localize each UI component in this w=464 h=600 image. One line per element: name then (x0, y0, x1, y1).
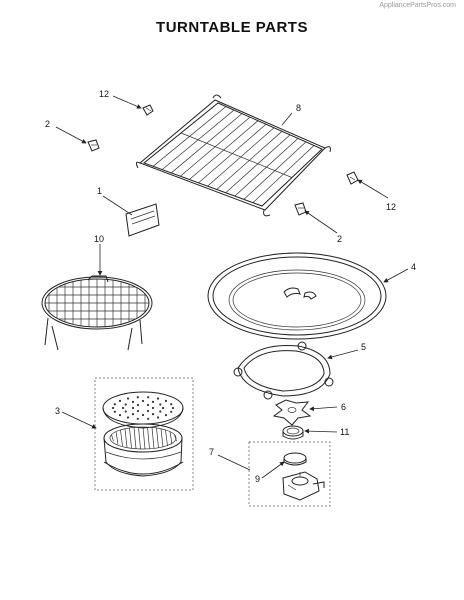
roller-ring-part-5 (233, 341, 334, 400)
callout-12-right: 12 (386, 202, 396, 212)
clip-part-12-top (142, 104, 154, 116)
coupler-part-6 (272, 399, 312, 426)
steamer-assembly-part-3 (94, 377, 194, 491)
label-card-part-1 (125, 203, 160, 237)
callout-1: 1 (97, 186, 102, 196)
drive-motor-part-7 (248, 441, 331, 507)
callout-labels: 12 8 2 12 1 2 10 4 5 3 6 11 7 9 (45, 89, 416, 484)
leader-lines (55, 95, 409, 479)
rack-grid-lines (152, 106, 315, 203)
callout-2-right: 2 (337, 234, 342, 244)
callout-9: 9 (255, 474, 260, 484)
callout-2-top: 2 (45, 119, 50, 129)
wire-rack-part (135, 94, 331, 217)
round-rack-part-10 (41, 275, 153, 351)
round-rack-grid (45, 279, 149, 327)
turntable-tray-part-4 (207, 252, 387, 340)
steamer-basket-grid (111, 426, 177, 450)
callout-10: 10 (94, 234, 104, 244)
page-title: TURNTABLE PARTS (156, 19, 308, 36)
steamer-lid-holes (111, 396, 175, 420)
callout-7: 7 (209, 447, 214, 457)
callout-6: 6 (341, 402, 346, 412)
clip-part-12-right (346, 171, 359, 185)
callout-3: 3 (55, 406, 60, 416)
washer-part-11 (282, 425, 304, 440)
callout-5: 5 (361, 342, 366, 352)
callout-4: 4 (411, 262, 416, 272)
bracket-part-2-right (294, 202, 307, 216)
bracket-part-2-top (87, 139, 100, 152)
callout-11: 11 (340, 427, 349, 437)
spacer-part-9 (283, 452, 307, 466)
callout-12-top: 12 (99, 89, 109, 99)
callout-8: 8 (296, 103, 301, 113)
watermark: AppliancePartsPros.com (379, 2, 456, 9)
